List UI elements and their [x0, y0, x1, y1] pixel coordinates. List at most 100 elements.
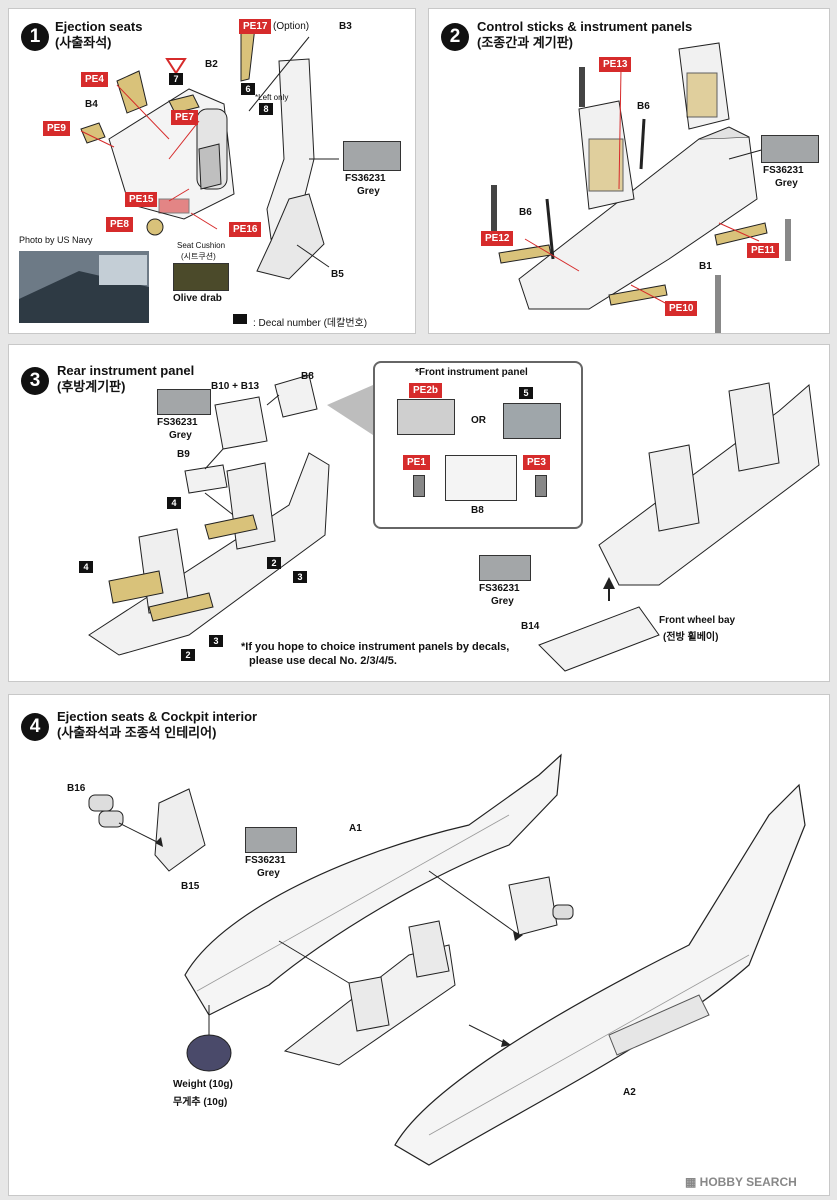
step3-drawing [88, 374, 820, 672]
step3-panel: 3 Rear instrument panel (후방계기판) B10 + B1… [8, 344, 830, 682]
part-b2-label: B2 [205, 59, 218, 70]
decal-2-mid: 2 [267, 557, 281, 569]
cushion-label-ko: (시트쿠션) [181, 252, 216, 261]
step2-title: Control sticks & instrument panels (조종간과… [477, 19, 692, 51]
grey-code: FS36231 [345, 173, 386, 184]
pe4-label: PE4 [81, 72, 108, 87]
grey-swatch [343, 141, 401, 171]
step3-note-2: please use decal No. 2/3/4/5. [249, 655, 397, 667]
decal-7: 7 [169, 73, 183, 85]
grey-swatch-5 [245, 827, 297, 853]
weight-label-ko: 무게추 (10g) [173, 1097, 228, 1108]
photo-caption: Photo by US Navy [19, 235, 93, 245]
part-b6-label-left: B6 [519, 207, 532, 218]
decal-4-left: 4 [79, 561, 93, 573]
pe13-label: PE13 [599, 57, 632, 72]
pe9-label: PE9 [43, 121, 70, 136]
part-a1-label: A1 [349, 823, 362, 834]
pe17-label: PE17 [239, 19, 272, 34]
pe15-label: PE15 [125, 192, 158, 207]
part-b3-label: B3 [339, 21, 352, 32]
grey-code-3: FS36231 [157, 417, 198, 428]
grey-name: Grey [357, 186, 380, 197]
inset-title: *Front instrument panel [415, 367, 528, 378]
front-panel-inset: *Front instrument panel PE2b OR 5 PE1 PE… [373, 361, 583, 529]
decal-2-low: 2 [181, 649, 195, 661]
part-b10-b13-label: B10 + B13 [211, 381, 260, 392]
grey-name-3: Grey [169, 430, 192, 441]
decal-3-low: 3 [209, 635, 223, 647]
wheel-bay-label-ko: (전방 휠베이) [663, 632, 719, 643]
decal-legend-box [233, 314, 247, 324]
step4-panel: 4 Ejection seats & Cockpit interior (사출좌… [8, 694, 830, 1196]
step1-seat-drawing [19, 26, 339, 323]
grey-swatch-4 [479, 555, 531, 581]
part-b5-label: B5 [331, 269, 344, 280]
inset-b8-label: B8 [471, 505, 484, 516]
part-b15-label: B15 [181, 881, 200, 892]
step1-panel: 1 Ejection seats (사출좌석) PE4 P [8, 8, 416, 334]
olive-drab-swatch [173, 263, 229, 291]
decal5-panel-art [503, 403, 561, 439]
step3-title-en: Rear instrument panel [57, 363, 195, 378]
part-b8-label: B8 [301, 371, 314, 382]
step4-title-en: Ejection seats & Cockpit interior [57, 709, 258, 724]
part-b1-label: B1 [699, 261, 712, 272]
step2-number: 2 [441, 23, 469, 51]
step1-title: Ejection seats (사출좌석) [55, 19, 142, 51]
pe8-label: PE8 [106, 217, 133, 232]
grey-code-4: FS36231 [479, 583, 520, 594]
pe17-note: (Option) [273, 21, 310, 32]
hobbysearch-logo-icon: ▦ [685, 1175, 700, 1189]
pe1-label: PE1 [403, 455, 430, 470]
step2-cockpit-drawing [491, 42, 791, 333]
grey-swatch-2 [761, 135, 819, 163]
b8-panel-art [445, 455, 517, 501]
step4-number: 4 [21, 713, 49, 741]
step3-number: 3 [21, 367, 49, 395]
part-b14-label: B14 [521, 621, 540, 632]
step1-title-en: Ejection seats [55, 19, 143, 34]
grey-code-5: FS36231 [245, 855, 286, 866]
step3-title-ko: (후방계기판) [57, 379, 126, 394]
part-b4-label: B4 [85, 99, 98, 110]
step1-title-ko: (사출좌석) [55, 35, 112, 50]
step1-number: 1 [21, 23, 49, 51]
part-b6-label-top: B6 [637, 101, 650, 112]
cushion-label: Seat Cushion [177, 241, 226, 250]
decal-5: 5 [519, 387, 533, 399]
pe12-label: PE12 [481, 231, 514, 246]
watermark: ▦ HOBBY SEARCH [685, 1175, 797, 1189]
pe3-label: PE3 [523, 455, 550, 470]
part-a2-label: A2 [623, 1087, 636, 1098]
grey-swatch-3 [157, 389, 211, 415]
grey-name-2: Grey [775, 178, 798, 189]
step2-title-ko: (조종간과 계기판) [477, 35, 573, 50]
step4-title-ko: (사출좌석과 조종석 인테리어) [57, 725, 217, 740]
step2-title-en: Control sticks & instrument panels [477, 19, 693, 34]
step2-panel: 2 Control sticks & instrument panels (조종… [428, 8, 830, 334]
decal-6: 6 [241, 83, 255, 95]
left-only-note: *Left only [255, 93, 289, 102]
olive-drab-name: Olive drab [173, 293, 222, 304]
wheel-bay-label: Front wheel bay [659, 615, 736, 626]
grey-code-2: FS36231 [763, 165, 804, 176]
pe7-label: PE7 [171, 110, 198, 125]
decal-4-top: 4 [167, 497, 181, 509]
decal-8: 8 [259, 103, 273, 115]
part-b9-label: B9 [177, 449, 190, 460]
step4-fuselage-drawing [88, 753, 806, 1166]
pe10-label: PE10 [665, 301, 698, 316]
pe2b-label: PE2b [409, 383, 443, 398]
pe1-part-art [413, 475, 425, 497]
pe2b-panel-art [397, 399, 455, 435]
weight-label: Weight (10g) [173, 1079, 233, 1090]
step4-title: Ejection seats & Cockpit interior (사출좌석과… [57, 709, 257, 741]
part-b16-label: B16 [67, 783, 86, 794]
pe3-part-art [535, 475, 547, 497]
pe11-label: PE11 [747, 243, 779, 258]
grey-name-4: Grey [491, 596, 514, 607]
step3-title: Rear instrument panel (후방계기판) [57, 363, 194, 395]
pe16-label: PE16 [229, 222, 262, 237]
decal-legend: : Decal number (데칼번호) [253, 318, 368, 329]
